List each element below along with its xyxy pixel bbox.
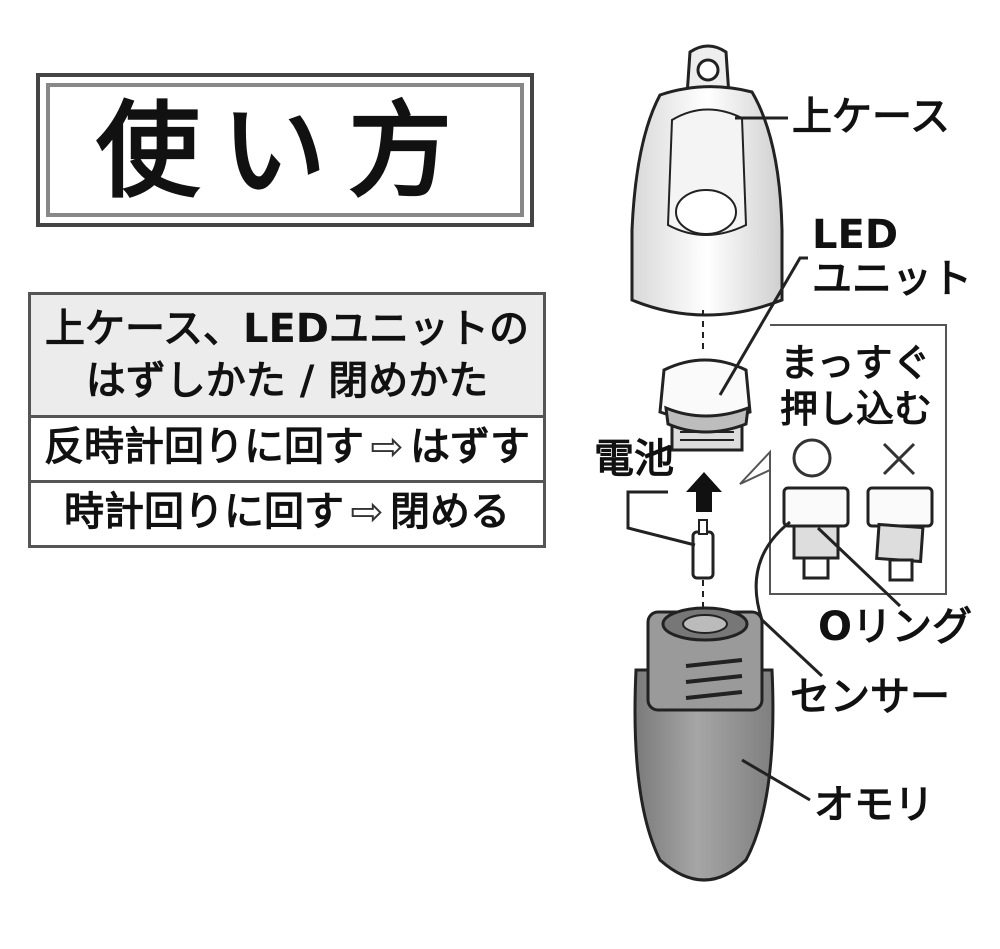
battery-illustration [691,519,715,628]
arrow-right-icon: ⇨ [370,424,404,470]
instruction-heading: 上ケース、LEDユニットの はずしかた / 閉めかた [28,292,546,418]
sensor-label: センサー [790,674,950,720]
led-unit-illustration [658,358,752,452]
instruction-row-remove: 反時計回りに回す⇨はずす [28,418,546,483]
push-in-label-line1: まっすぐ [780,341,931,385]
weight-illustration [633,606,775,882]
battery-label: 電池 [594,436,674,482]
instruction-table: 上ケース、LEDユニットの はずしかた / 閉めかた 反時計回りに回す⇨はずす … [28,292,546,548]
page-title: 使い方 [95,90,474,212]
led-unit-label-line1: LED [812,212,899,258]
arrow-right-icon: ⇨ [350,489,384,535]
title-box: 使い方 [36,73,534,227]
instruction-row-close: 時計回りに回す⇨閉める [28,483,546,548]
instruction-heading-line2: はずしかた / 閉めかた [85,358,489,404]
upper-case-illustration [630,44,784,352]
instruction-result: 閉める [390,489,510,535]
led-unit-label-line2: ユニット [812,256,972,302]
push-in-label-line2: 押し込む [780,387,933,431]
o-ring-label: Oリング [818,604,973,650]
instruction-action: 反時計回りに回す [44,424,364,470]
instruction-action: 時計回りに回す [64,489,344,535]
instruction-heading-line1: 上ケース、LEDユニットの [44,306,529,352]
upper-case-label: 上ケース [792,94,950,140]
push-in-inset [739,324,947,595]
instruction-result: はずす [410,424,530,470]
up-arrow-icon [686,472,722,512]
leader-lines [626,116,902,802]
weight-label: オモリ [814,782,934,828]
